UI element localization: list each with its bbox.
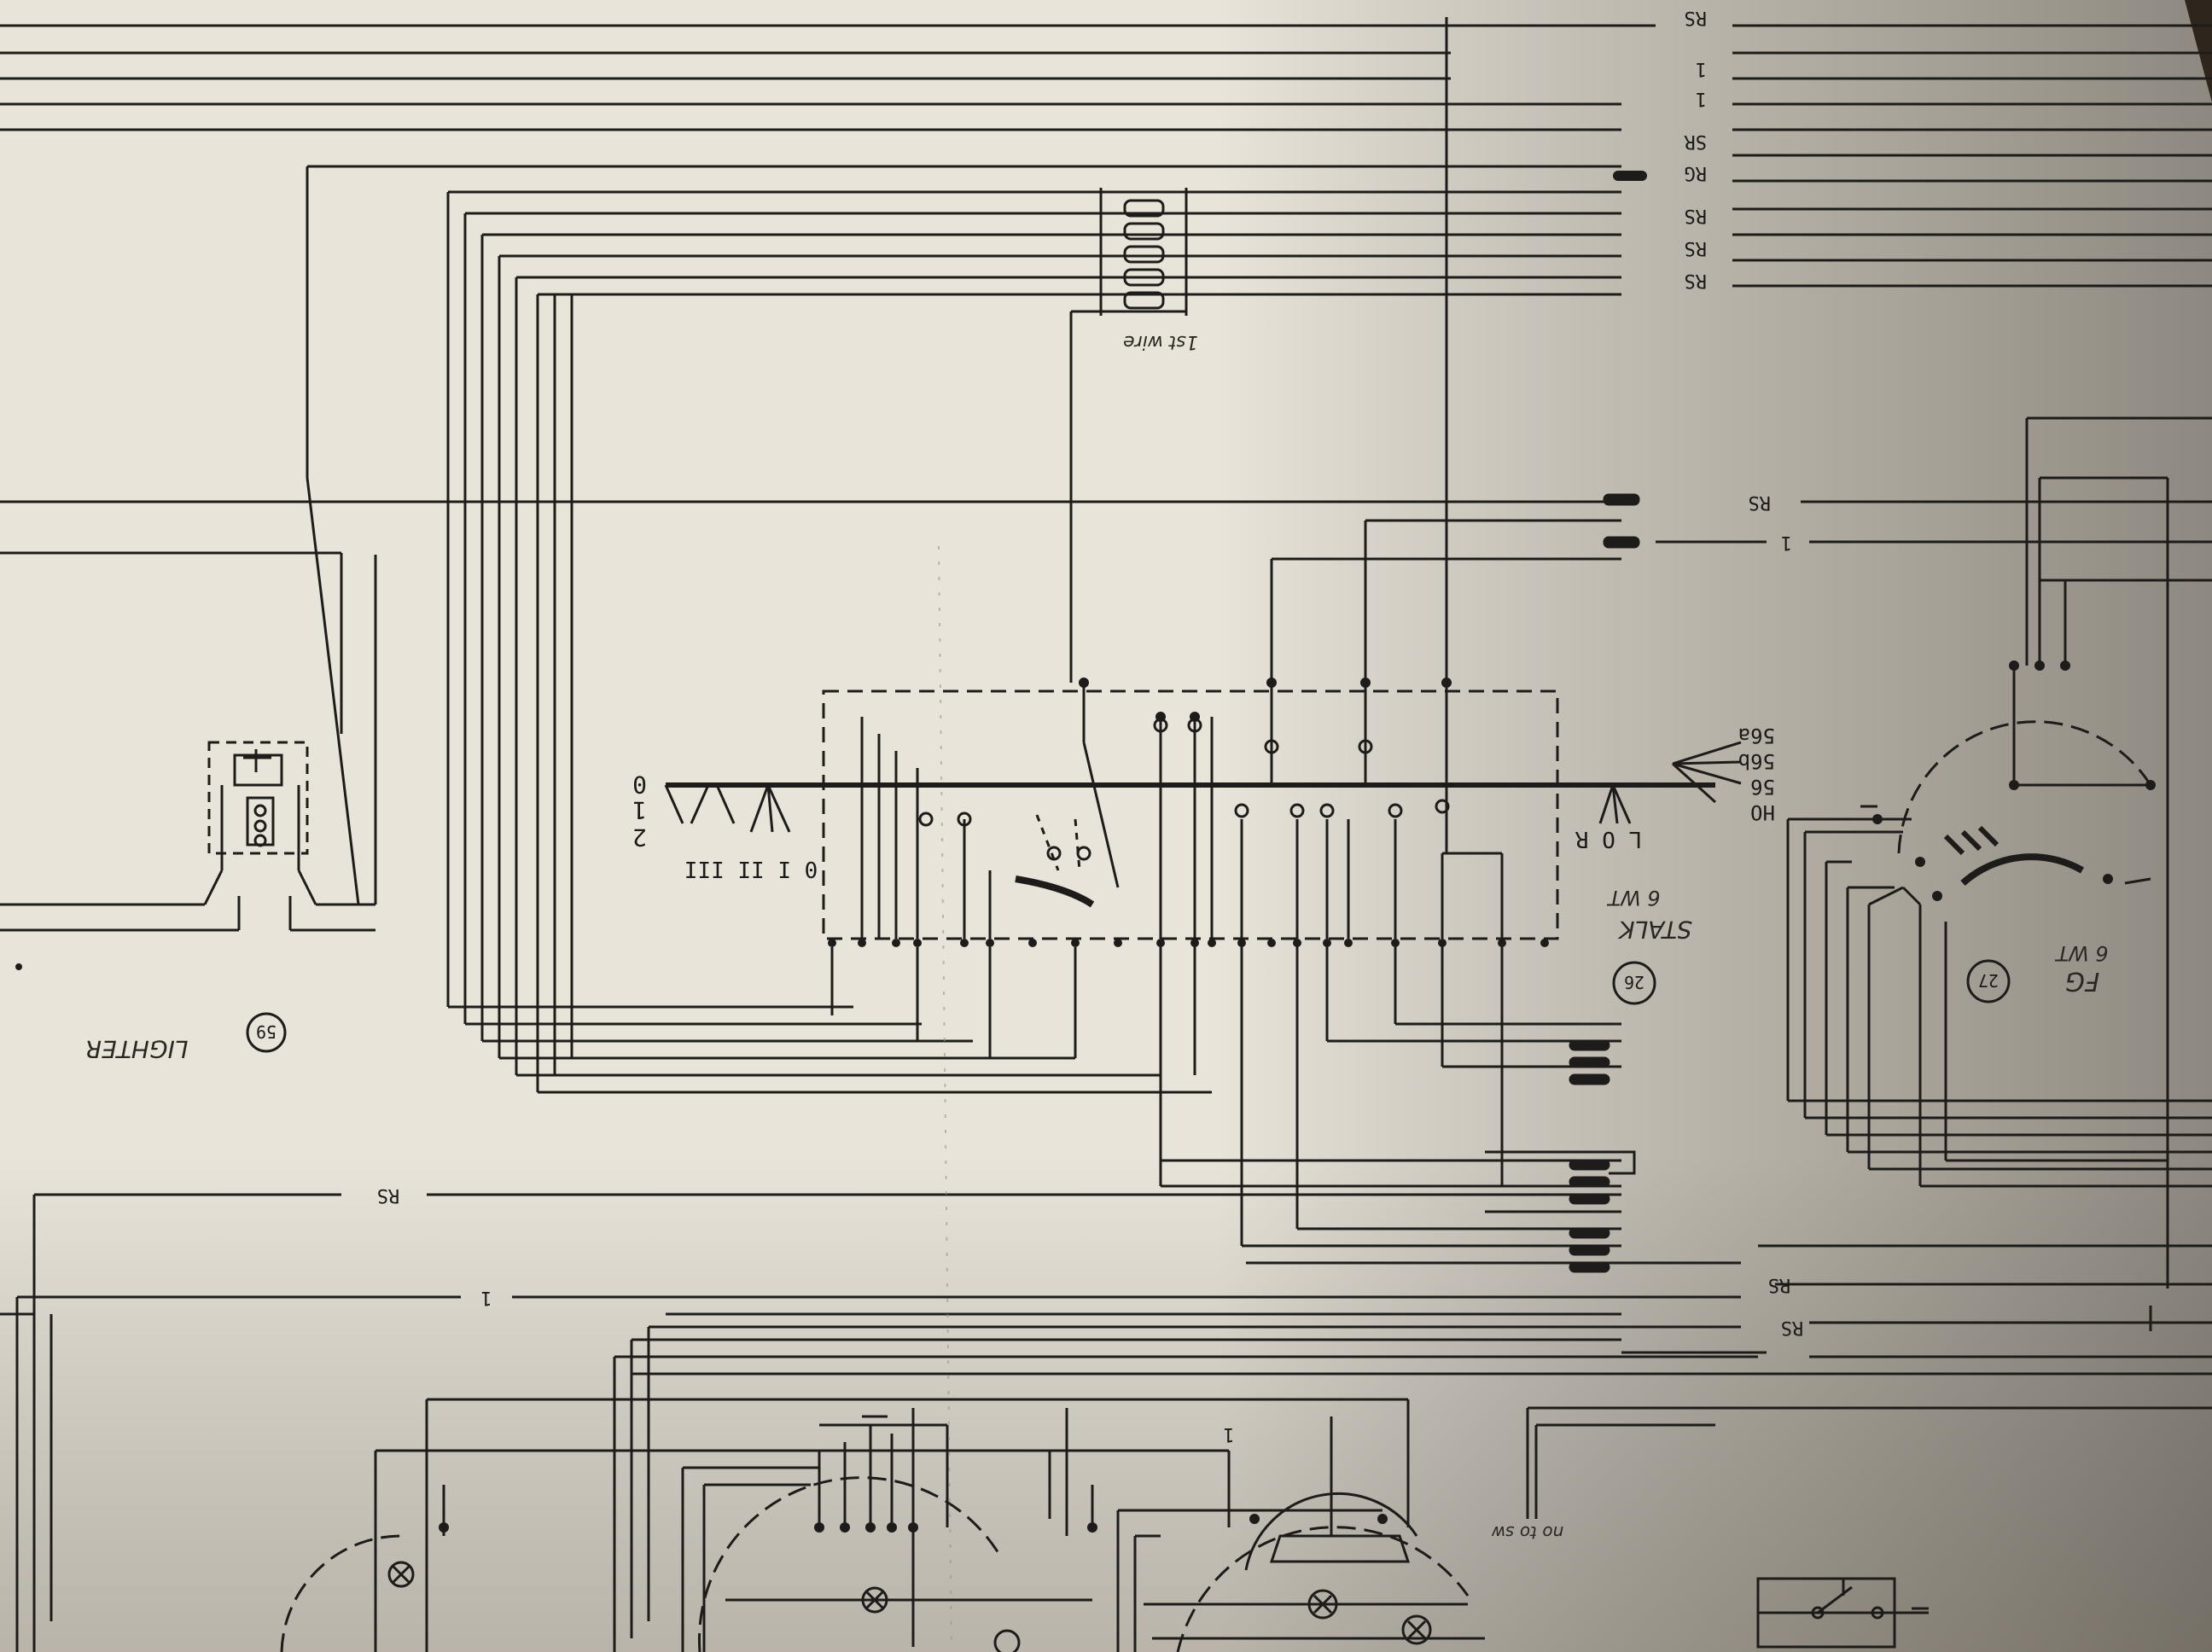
stalk-lor: L O R [1575,826,1643,852]
wire-code-lower-1: RS [377,1184,400,1206]
middle-wire-bus [0,493,2212,691]
stalk-right-0: 56a [1738,724,1775,747]
code-1: 1 [1696,58,1707,79]
connector-label: 1st wire [1123,331,1198,352]
stalk-right-1: 56b [1738,749,1775,773]
stalk-right-2: 56 [1750,775,1775,799]
stalk-number-circle [1612,961,1656,1005]
left-verticals [306,192,1212,1094]
wire-code-upper-1: RS [1749,492,1772,513]
code-0: RS [1685,7,1708,28]
fold-crease [938,545,952,1652]
fog-number: 27 [1978,970,1999,991]
instrument-cluster [280,1398,2212,1652]
code-2: 1 [1696,88,1707,109]
code-5: RS [1685,205,1708,226]
fog-number-circle [1966,959,2011,1003]
top-wire-bus [0,17,2212,674]
stalk-right-3: HO [1750,800,1775,824]
code-terminal [1613,171,1647,181]
code-6: RS [1685,237,1708,259]
stalk-label: STALK [1617,916,1692,944]
stalk-roman: 0 I II III [684,856,818,881]
fog-sub: 6 WT [2054,941,2109,965]
code-3: SR [1684,131,1707,152]
lighter-number-circle [246,1012,287,1053]
stalk-switch-26 [664,674,1742,1248]
dot-marker [15,963,22,970]
wire-code-upper-2: 1 [1781,532,1792,553]
wire-code-lower-2: 1 [480,1287,492,1308]
stalk-number: 26 [1624,972,1644,992]
top-right-codes: RS 1 1 SR RG RS RS RS [1613,7,1707,291]
stalk-pos-1: 1 [632,796,647,824]
stalk-pos-0: 0 [632,771,647,799]
connector-block-top [1069,188,1188,683]
wire-code-lower-4: RS [1781,1317,1804,1338]
lighter-number: 59 [256,1021,276,1042]
fog-label: FG [2065,966,2100,996]
lower-wire-bus [0,1039,2212,1652]
lighter-label: LIGHTER [85,1035,189,1063]
stalk-pos-2: 2 [632,823,647,852]
wire-code-bottom-1: 1 [1223,1423,1234,1445]
wire-code-lower-3: RS [1768,1274,1791,1295]
fog-switch-27 [1786,416,2212,1331]
code-4: RG [1685,162,1708,183]
bottom-note: no to sw [1491,1522,1563,1543]
lighter-component [0,741,375,932]
code-7: RS [1685,270,1708,291]
stalk-sub: 6 WT [1606,886,1661,910]
